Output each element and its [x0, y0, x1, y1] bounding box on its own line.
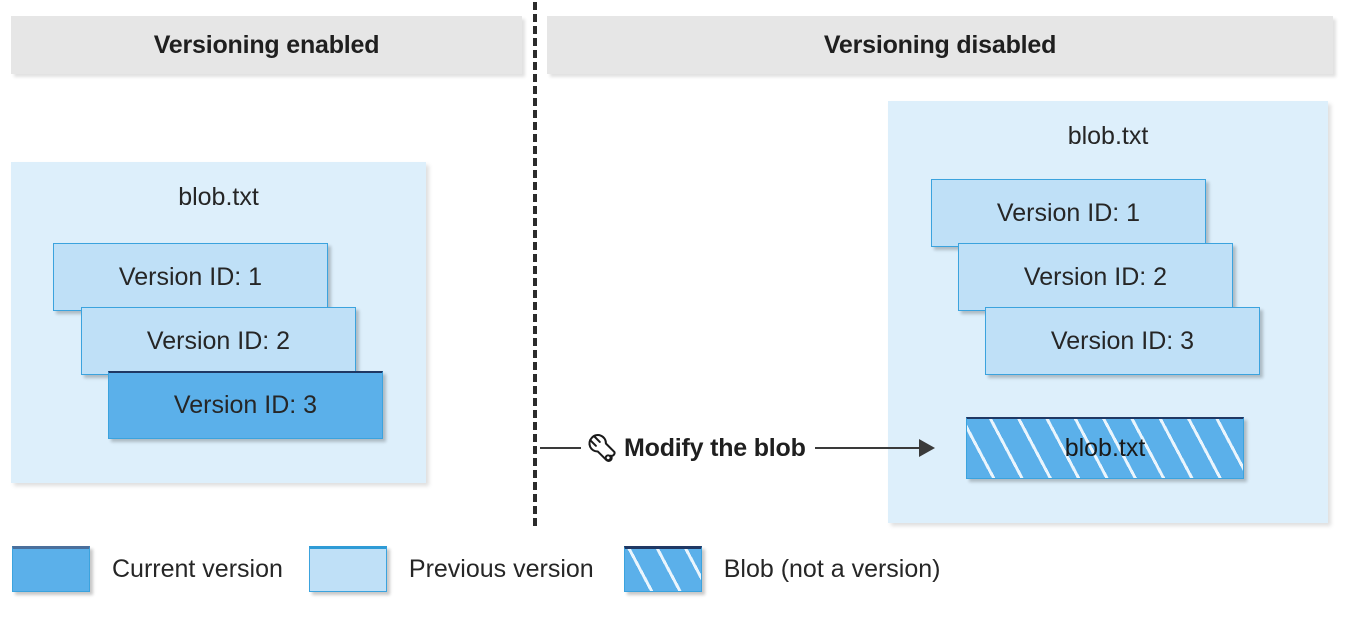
- annotation-leader-line: [540, 447, 581, 449]
- vertical-dashed-divider: [533, 2, 537, 526]
- version-box-left-1-label: Version ID: 1: [118, 262, 263, 291]
- blob-box-not-a-version: blob.txt: [966, 417, 1244, 479]
- legend-label-current-version: Current version: [112, 554, 283, 583]
- column-header-versioning-enabled: Versioning enabled: [11, 16, 522, 74]
- blob-container-right-title: blob.txt: [1067, 122, 1149, 150]
- blob-container-versioning-disabled: blob.txt Version ID: 1 Version ID: 2 Ver…: [888, 101, 1328, 523]
- legend-item-blob-not-a-version: Blob (not a version): [623, 546, 941, 592]
- modify-blob-arrow: [814, 439, 935, 457]
- arrow-shaft: [814, 447, 919, 449]
- legend-item-current-version: Current version: [12, 546, 283, 592]
- version-box-right-1: Version ID: 1: [931, 179, 1206, 247]
- version-box-right-1-label: Version ID: 1: [996, 198, 1141, 227]
- modify-blob-label: Modify the blob: [624, 433, 806, 462]
- legend: Current version Previous version Blob (n…: [12, 541, 941, 597]
- legend-item-previous-version: Previous version: [308, 546, 594, 592]
- version-box-left-3-label: Version ID: 3: [173, 391, 318, 419]
- version-box-left-2-label: Version ID: 2: [146, 326, 291, 355]
- version-box-right-3: Version ID: 3: [985, 307, 1260, 375]
- legend-swatch-current-version: [12, 546, 90, 592]
- blob-box-label: blob.txt: [1064, 434, 1146, 462]
- arrow-head: [918, 439, 935, 457]
- column-header-left-label: Versioning enabled: [153, 30, 380, 59]
- column-header-versioning-disabled: Versioning disabled: [547, 16, 1333, 74]
- blob-container-versioning-enabled: blob.txt Version ID: 1 Version ID: 2 Ver…: [11, 162, 426, 483]
- version-box-right-2-label: Version ID: 2: [1023, 262, 1168, 291]
- column-header-right-label: Versioning disabled: [823, 30, 1057, 59]
- version-box-left-2: Version ID: 2: [81, 307, 356, 375]
- version-box-right-2: Version ID: 2: [958, 243, 1233, 311]
- version-box-right-3-label: Version ID: 3: [1050, 326, 1195, 355]
- legend-swatch-blob-not-a-version: [623, 546, 702, 592]
- version-box-left-1: Version ID: 1: [53, 243, 328, 311]
- legend-swatch-previous-version: [308, 546, 387, 592]
- modify-blob-annotation: Modify the blob: [540, 428, 935, 468]
- legend-label-previous-version: Previous version: [408, 554, 594, 583]
- legend-label-blob-not-a-version: Blob (not a version): [723, 554, 941, 583]
- version-box-left-3-current: Version ID: 3: [108, 371, 383, 439]
- blob-container-left-title: blob.txt: [178, 183, 259, 211]
- wrench-icon: [588, 434, 616, 462]
